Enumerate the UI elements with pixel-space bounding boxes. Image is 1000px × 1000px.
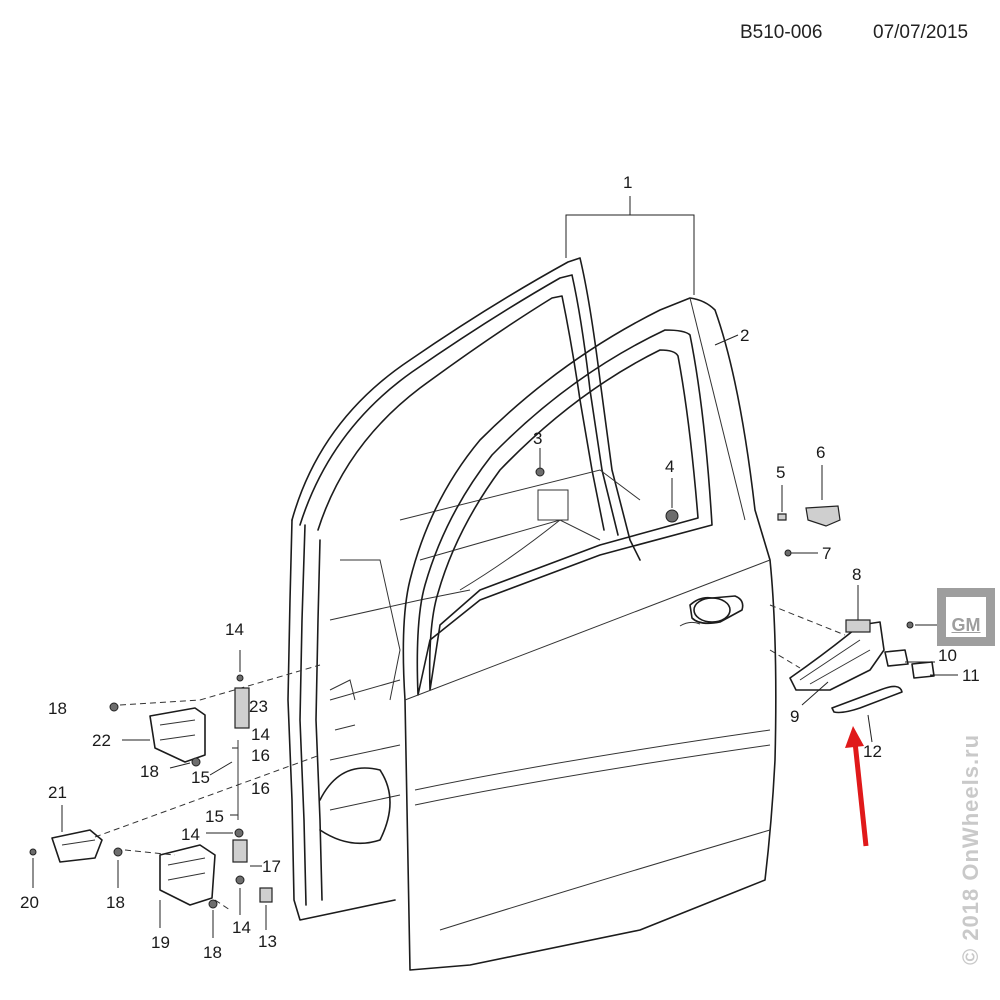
document-date: 07/07/2015 [873,22,969,43]
callout-14-middle: 14 [181,825,200,844]
callout-8: 8 [852,565,861,584]
highlight-arrow [845,726,869,847]
callout-22: 22 [92,731,111,750]
callout-16-lower: 16 [251,779,270,798]
callout-14-upper: 14 [251,725,270,744]
door-outer-panel [402,297,777,971]
callout-19: 19 [151,933,170,952]
document-code: B510-006 [740,22,823,43]
callout-18-a: 18 [48,699,67,718]
callout-14-bottom: 14 [232,918,251,937]
gm-logo-text: GM [951,615,981,635]
callout-4: 4 [665,457,674,476]
callout-7: 7 [822,544,831,563]
callout-13: 13 [258,932,277,951]
callout-18-d: 18 [203,943,222,962]
callout-18-c: 18 [106,893,125,912]
callout-6: 6 [816,443,825,462]
callout-21: 21 [48,783,67,802]
callout-numbers: 1 2 3 4 5 6 7 8 9 9 10 11 12 13 14 14 14… [20,173,980,962]
callout-17: 17 [262,857,281,876]
watermark-text: © 2018 OnWheels.ru [958,733,983,965]
door-inner-frame [287,257,641,921]
part-1-bracket [565,196,695,295]
callout-5: 5 [776,463,785,482]
callout-3: 3 [533,429,542,448]
handle-assembly [789,619,935,714]
callout-14-top: 14 [225,620,244,639]
callout-11: 11 [962,666,980,685]
hinge-assembly [29,650,321,938]
callout-18-b: 18 [140,762,159,781]
callout-9-lower: 9 [790,707,799,726]
callout-15-upper: 15 [191,768,210,787]
callout-23: 23 [249,697,268,716]
callout-2: 2 [740,326,749,345]
callout-12: 12 [863,742,882,761]
callout-15-lower: 15 [205,807,224,826]
callout-10: 10 [938,646,957,665]
gm-logo: GM [937,588,995,646]
callout-16-upper: 16 [251,746,270,765]
leader-lines [535,334,958,743]
callout-1: 1 [623,173,632,192]
callout-20: 20 [20,893,39,912]
